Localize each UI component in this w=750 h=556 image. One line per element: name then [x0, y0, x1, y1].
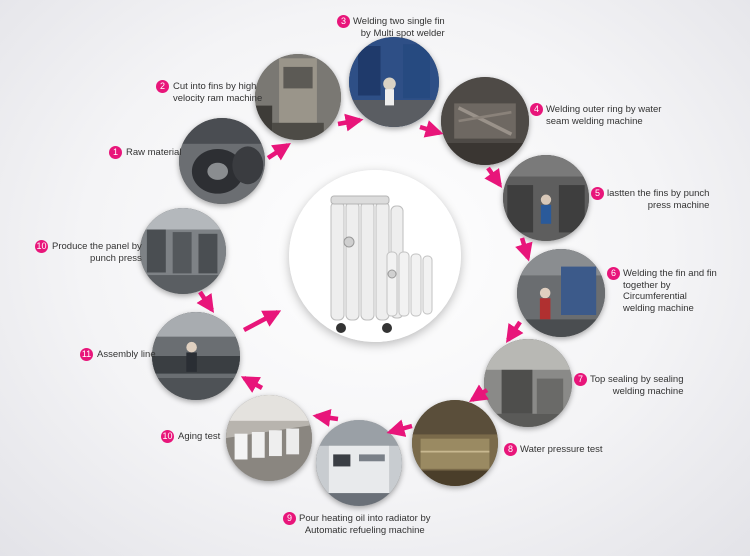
arrow-panel-to-assembly — [196, 290, 214, 313]
photo-panel-punch-press — [140, 208, 226, 294]
step-8-label: Water pressure test — [520, 444, 603, 455]
photo-outer-ring-welding — [441, 77, 529, 165]
step-11-label: Assembly line — [97, 349, 156, 360]
step-10-aging-badge: 10 — [161, 430, 174, 443]
step-10-panel-badge: 10 — [35, 240, 48, 253]
step-7-label: Top sealing by sealing welding machine — [590, 374, 684, 397]
arrow-5-to-6 — [515, 237, 533, 262]
step-8-badge: 8 — [504, 443, 517, 456]
step-2-label: Cut into fins by high velocity ram machi… — [173, 81, 263, 104]
photo-aging-test — [226, 395, 312, 481]
arrow-10-to-11 — [240, 376, 264, 393]
photo-top-sealing — [484, 339, 572, 427]
photo-water-pressure-test — [412, 400, 498, 486]
photo-spot-welder — [349, 37, 439, 127]
photo-circumferential-welding — [517, 249, 605, 337]
step-1-badge: 1 — [109, 146, 122, 159]
step-6-badge: 6 — [607, 267, 620, 280]
photo-assembly-line — [152, 312, 240, 400]
arrow-1-to-2 — [266, 143, 292, 161]
step-11-badge: 11 — [80, 348, 93, 361]
photo-refueling-machine — [316, 420, 402, 506]
arrow-6-to-7 — [506, 320, 524, 343]
step-2-badge: 2 — [156, 80, 169, 93]
arrow-9-to-10 — [312, 409, 339, 427]
step-5-label: lastten the fins by punch press machine — [607, 188, 710, 211]
arrow-assembly-to-product — [242, 310, 282, 332]
step-10-aging-label: Aging test — [178, 431, 221, 442]
arrow-2-to-3 — [337, 113, 364, 132]
oil-radiator-product-image — [289, 170, 461, 342]
step-3-label: Welding two single fin by Multi spot wel… — [353, 16, 445, 39]
photo-punch-press — [503, 155, 589, 241]
step-10-panel-label: Produce the panel by punch press — [52, 241, 142, 264]
step-5-badge: 5 — [591, 187, 604, 200]
step-6-label: Welding the fin and fin together by Circ… — [623, 268, 717, 314]
step-4-label: Welding outer ring by water seam welding… — [546, 104, 662, 127]
step-9-label: Pour heating oil into radiator by Automa… — [299, 513, 431, 536]
arrow-8-to-9 — [386, 419, 413, 437]
step-9-badge: 9 — [283, 512, 296, 525]
step-7-badge: 7 — [574, 373, 587, 386]
photo-cut-fins — [255, 54, 341, 140]
step-3-badge: 3 — [337, 15, 350, 28]
step-1-label: Raw material — [126, 147, 182, 158]
step-4-badge: 4 — [530, 103, 543, 116]
arrow-3-to-4 — [419, 120, 444, 138]
photo-raw-material — [179, 118, 265, 204]
arrow-4-to-5 — [484, 166, 503, 188]
